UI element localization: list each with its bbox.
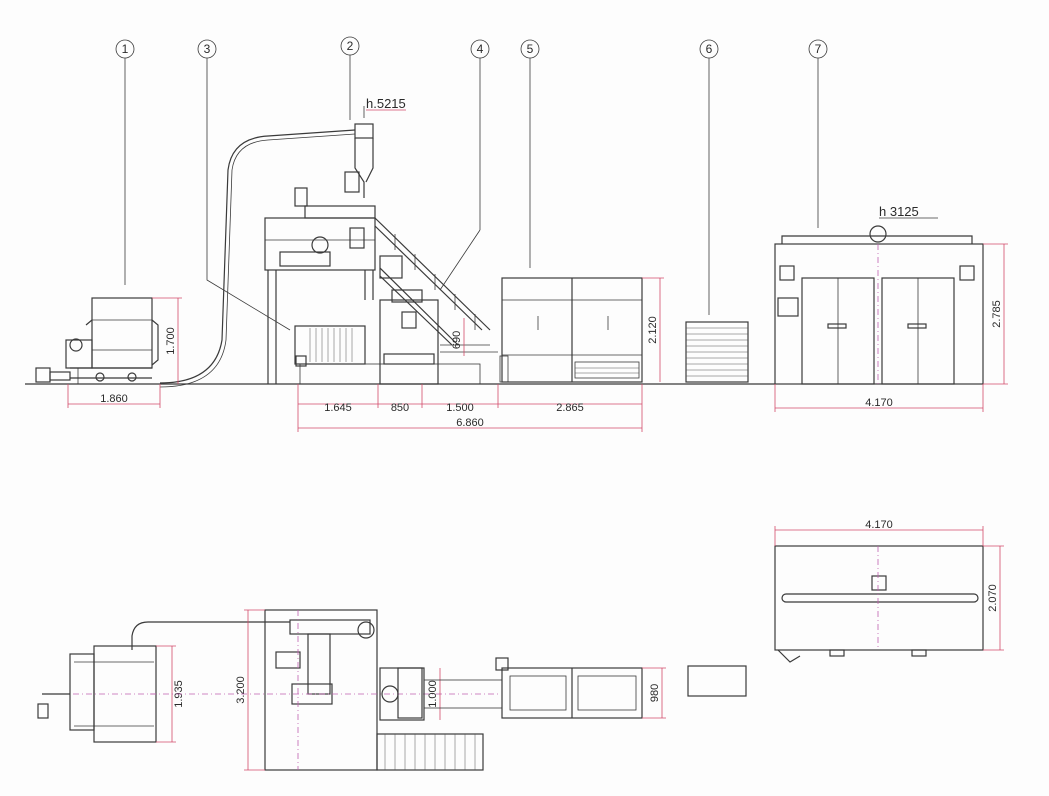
conveying-pipe [159, 129, 356, 384]
dim-1000: 1.000 [427, 680, 439, 708]
machine-7-plan: 4.170 2.070 [774, 519, 1004, 663]
balloon-1-label: 1 [122, 42, 129, 56]
balloon-3-label: 3 [204, 42, 211, 56]
dim-6860: 6.860 [456, 417, 484, 429]
balloon-3: 3 [197, 39, 291, 331]
machine-2-elevation [264, 106, 376, 384]
dim-980: 980 [649, 684, 661, 702]
balloon-5-label: 5 [527, 42, 534, 56]
height-oven: h 3125 [879, 204, 919, 219]
machine-2-plan: 3.200 [150, 609, 500, 771]
balloon-7: 7 [808, 39, 828, 228]
dim-1645: 1.645 [324, 402, 352, 414]
machine-5-elevation [499, 277, 643, 383]
balloon-5: 5 [520, 39, 540, 268]
dim-850: 850 [391, 402, 409, 414]
balloon-4: 4 [439, 39, 490, 291]
dim-2120: 2.120 [647, 316, 659, 344]
balloon-6: 6 [699, 39, 719, 315]
height-cyclone: h.5215 [366, 96, 406, 111]
machine-6-plan [687, 665, 747, 697]
balloon-2: 2 [340, 36, 360, 120]
dim-oven-plan-width: 4.170 [865, 519, 893, 531]
dim-2070: 2.070 [987, 584, 999, 612]
elevation-dimensions: 1.860 1.700 1.645 850 1.500 2.865 2.120 … [67, 96, 1008, 432]
machine-5-plan: 980 [495, 657, 666, 719]
stairs-plan [376, 733, 484, 771]
machine-7-elevation [774, 225, 984, 385]
dim-1860: 1.860 [100, 393, 128, 405]
machine-6-elevation [685, 321, 749, 383]
machine-1-elevation [35, 297, 159, 384]
balloon-1: 1 [115, 39, 135, 285]
machine-1-plan: 1.935 [37, 645, 185, 743]
dim-3200: 3.200 [235, 676, 247, 704]
dim-1500: 1.500 [446, 402, 474, 414]
dim-oven-width: 4.170 [865, 397, 893, 409]
machine-4-elevation [374, 217, 498, 385]
conveying-pipe-plan [131, 621, 290, 650]
machine-3-elevation [294, 325, 481, 385]
dim-1700: 1.700 [165, 327, 177, 355]
balloon-4-label: 4 [477, 42, 484, 56]
dim-690: 690 [451, 331, 463, 349]
dim-2785: 2.785 [991, 300, 1003, 328]
balloon-6-label: 6 [706, 42, 713, 56]
dim-2865: 2.865 [556, 402, 584, 414]
balloon-7-label: 7 [815, 42, 822, 56]
balloon-2-label: 2 [347, 39, 354, 53]
